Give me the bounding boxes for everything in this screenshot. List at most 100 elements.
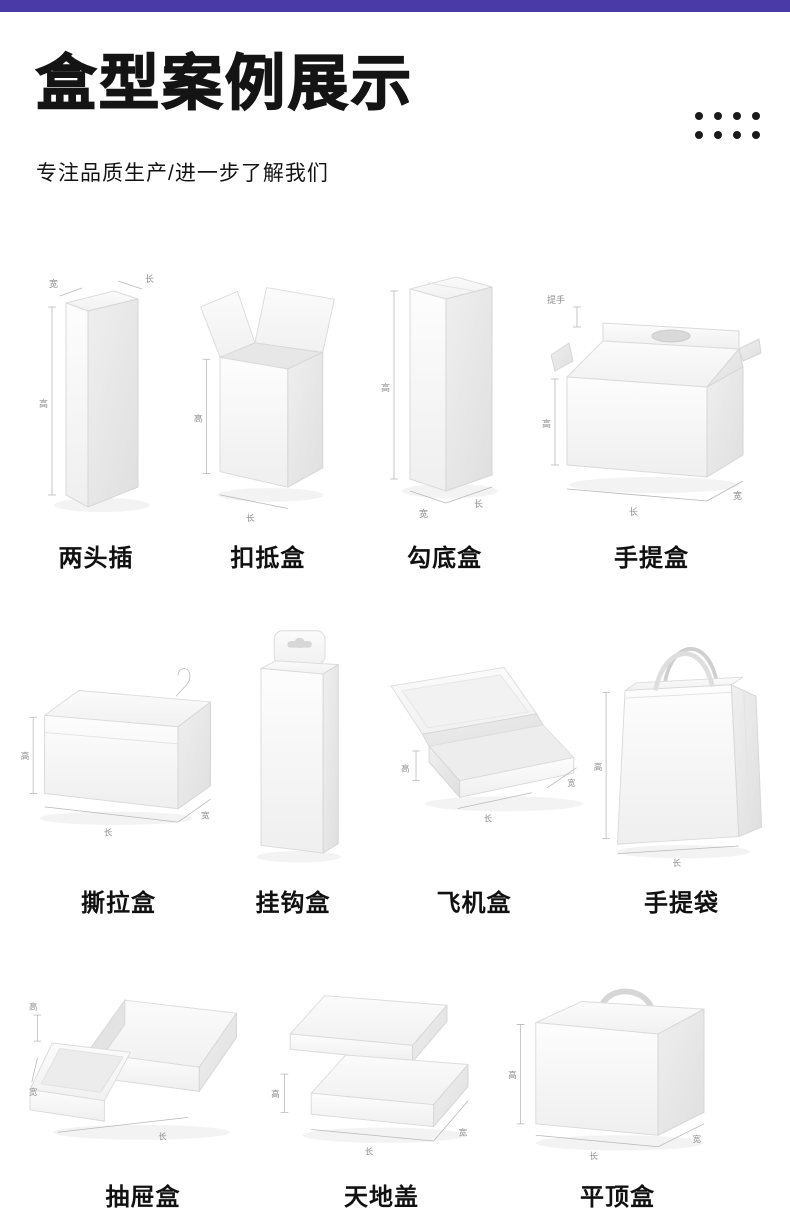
- item-gable-carry-box: 提手 高 长 宽 手提盒: [539, 249, 764, 573]
- dim-label-height: 高: [381, 382, 390, 393]
- item-drawer-box: 高 宽 长 抽屉盒: [28, 963, 258, 1212]
- box-shape: [390, 667, 575, 798]
- item-lid-base-box: 高 长 宽 天地盖: [269, 967, 494, 1212]
- dimension-annotations: 高 长 宽: [401, 750, 577, 823]
- showcase-row-2: 高 长 宽 撕拉盒 挂钩: [0, 603, 790, 918]
- dim-label-height: 高: [508, 1069, 517, 1080]
- box-shape: [289, 995, 469, 1128]
- box-label: 扣抵盒: [230, 545, 306, 572]
- dim-label-width: 宽: [419, 508, 428, 519]
- box-illustration-flat-top: 高 长 宽: [508, 988, 705, 1161]
- dot-icon: [752, 112, 760, 120]
- box-label: 两头插: [58, 545, 134, 572]
- box-illustration-mailer: 高 长 宽: [390, 667, 583, 823]
- dim-label-length: 长: [672, 858, 681, 868]
- box-shape: [260, 630, 339, 854]
- dim-label-length: 长: [247, 512, 256, 523]
- dim-label-height: 高: [542, 418, 551, 429]
- dot-icon: [695, 112, 703, 120]
- box-label: 手提盒: [613, 545, 689, 572]
- dimension-annotations: 高 宽 长: [39, 273, 154, 496]
- dim-label-height: 高: [194, 412, 203, 423]
- box-label: 天地盖: [344, 1184, 419, 1211]
- dim-label-width: 宽: [29, 1087, 38, 1097]
- bag-handle-front: [653, 651, 715, 691]
- dim-label-width: 宽: [201, 809, 210, 820]
- box-shape: [200, 287, 336, 488]
- box-label: 手提袋: [644, 890, 719, 917]
- dim-label-length: 长: [589, 1150, 598, 1161]
- page-title: 盒型案例展示: [35, 50, 414, 117]
- item-snap-lock-box: 高 长 扣抵盒: [185, 243, 350, 573]
- item-crash-bottom-box: 高 宽 长 勾底盒: [370, 239, 520, 573]
- box-illustration-crash-bottom: 高 宽 长: [381, 276, 498, 519]
- box-illustration-double-end-tuck: 高 宽 长: [39, 273, 154, 512]
- item-tote-bag: 高 长 手提袋: [589, 603, 774, 918]
- box-shape: [29, 998, 237, 1122]
- item-tear-strip-box: 高 长 宽 撕拉盒: [16, 635, 221, 918]
- dot-icon: [733, 112, 741, 120]
- dim-label-width: 宽: [49, 278, 58, 289]
- box-label: 平顶盒: [580, 1184, 655, 1211]
- dim-label-width: 宽: [567, 778, 575, 788]
- euro-slot-hole: [294, 637, 305, 649]
- dim-label-height: 高: [39, 398, 48, 409]
- item-flat-top-box: 高 长 宽 平顶盒: [505, 948, 730, 1212]
- dim-label-length: 长: [629, 506, 638, 517]
- box-illustration-snap-lock: 高 长: [194, 287, 336, 523]
- section-header: 盒型案例展示 专注品质生产/进一步了解我们: [0, 12, 790, 187]
- dim-label-height: 高: [401, 763, 409, 773]
- dim-label-handle: 提手: [547, 294, 565, 305]
- dim-label-width: 宽: [733, 490, 742, 501]
- dimension-annotations: 高 宽 长: [29, 1002, 189, 1142]
- dim-label-length: 长: [474, 498, 483, 509]
- box-shape: [65, 290, 139, 508]
- page-subtitle: 专注品质生产/进一步了解我们: [36, 162, 329, 185]
- dot-icon: [714, 131, 722, 139]
- dimension-annotations: 高 长: [194, 358, 289, 523]
- dim-label-length: 长: [104, 826, 113, 837]
- handle-hole: [651, 329, 691, 343]
- box-illustration-gable-carry: 提手 高 长 宽: [542, 294, 762, 517]
- dot-icon: [695, 131, 703, 139]
- box-illustration-tote-bag: 高 长: [594, 647, 763, 868]
- dimension-annotations: 提手 高 长 宽: [542, 294, 744, 517]
- box-label: 飞机盒: [436, 890, 512, 917]
- box-illustration-drawer: 高 宽 长: [29, 998, 237, 1142]
- item-hang-tab-box: 挂钩盒: [227, 610, 359, 918]
- box-label: 挂钩盒: [255, 890, 331, 917]
- dimension-annotations: 高 长 宽: [21, 716, 211, 837]
- dim-label-height: 高: [271, 1088, 280, 1099]
- bag-handle-back: [663, 647, 718, 684]
- dimension-annotations: 高 长 宽: [508, 1024, 705, 1161]
- box-illustration-tear-strip: 高 长 宽: [21, 668, 211, 837]
- item-mailer-box: 高 长 宽 飞机盒: [365, 632, 583, 918]
- dot-icon: [733, 131, 741, 139]
- dim-label-length: 长: [365, 1145, 374, 1156]
- box-shape: [535, 988, 705, 1136]
- dot-icon: [752, 131, 760, 139]
- showcase-row-3: 高 宽 长 抽屉盒: [0, 948, 790, 1212]
- dim-label-length: 长: [484, 813, 493, 823]
- box-illustration-hang-tab: [256, 630, 342, 863]
- box-label: 勾底盒: [407, 545, 483, 572]
- dimension-annotations: 高 长 宽: [271, 1073, 469, 1156]
- dim-label-width: 宽: [693, 1133, 702, 1144]
- box-shape: [550, 322, 762, 478]
- box-shape: [44, 668, 211, 810]
- dot-icon: [714, 112, 722, 120]
- dim-label-height: 高: [29, 1002, 37, 1012]
- showcase-row-1: 高 宽 长 两头插: [0, 239, 790, 573]
- box-shape: [409, 276, 493, 492]
- box-illustration-lid-base: 高 长 宽: [271, 995, 469, 1156]
- dim-label-width: 宽: [458, 1126, 467, 1137]
- box-label: 抽屉盒: [105, 1184, 181, 1211]
- dots-decoration: [695, 112, 760, 139]
- dim-label-height: 高: [21, 750, 30, 761]
- box-shape: [616, 647, 763, 845]
- top-accent-bar: [0, 0, 790, 12]
- dim-label-height: 高: [594, 762, 603, 772]
- dim-label-length: 长: [158, 1132, 167, 1142]
- box-label: 撕拉盒: [81, 890, 156, 917]
